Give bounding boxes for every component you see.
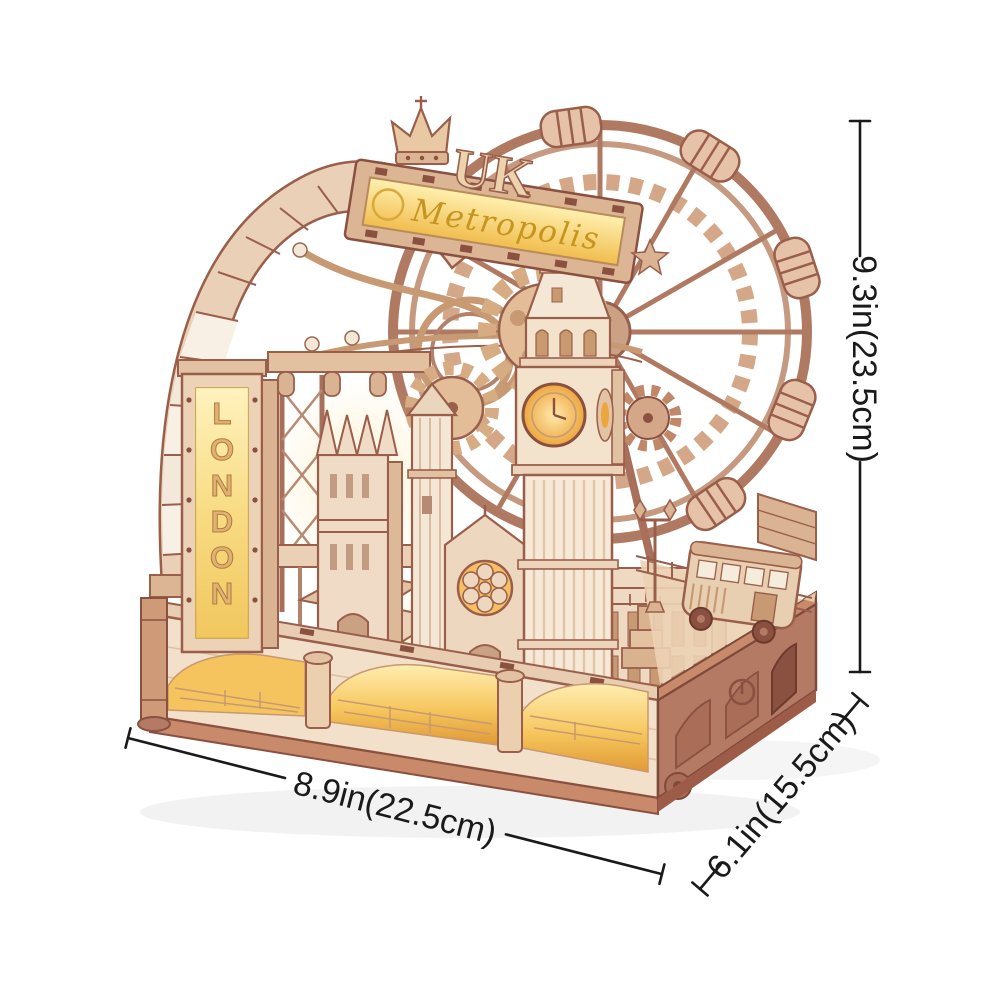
double-decker-bus (681, 540, 803, 644)
star-icon (630, 238, 670, 276)
gondola (539, 105, 603, 149)
power-icon (728, 678, 756, 706)
uk-sign: UK (447, 136, 538, 210)
base-plinth (137, 590, 818, 816)
svg-text:UK: UK (448, 137, 537, 209)
dimension-height: 9.3in(23.5cm) (845, 119, 883, 674)
gondola (773, 236, 821, 300)
london-letter: N (211, 468, 233, 503)
marble (292, 242, 360, 352)
london-letter: N (211, 576, 233, 611)
crown-icon (390, 96, 452, 165)
tower-bridge-tower (315, 409, 403, 662)
dimension-height-label: 9.3in(23.5cm) (845, 255, 883, 463)
london-sign: L O N D O N (177, 359, 279, 654)
side-door (771, 642, 797, 717)
gondola (767, 378, 817, 442)
street-lamp (633, 498, 677, 613)
clock-tower-small (405, 382, 459, 662)
london-letter: O (210, 540, 234, 575)
right-deck (633, 492, 817, 684)
gondola-cars (539, 105, 821, 532)
rose-window-church (443, 505, 527, 682)
london-sign-letters: L O N D O N (209, 396, 234, 612)
london-letter: L (213, 396, 232, 431)
gondola (685, 476, 747, 532)
gondola (679, 129, 741, 183)
london-letter: O (210, 432, 234, 467)
banner-panel (361, 176, 627, 267)
banner-ornament (371, 188, 405, 221)
gear-small (614, 384, 682, 452)
metropolis-banner: Metropolis (343, 158, 644, 285)
london-letter: D (211, 504, 233, 539)
back-shed (757, 492, 817, 562)
